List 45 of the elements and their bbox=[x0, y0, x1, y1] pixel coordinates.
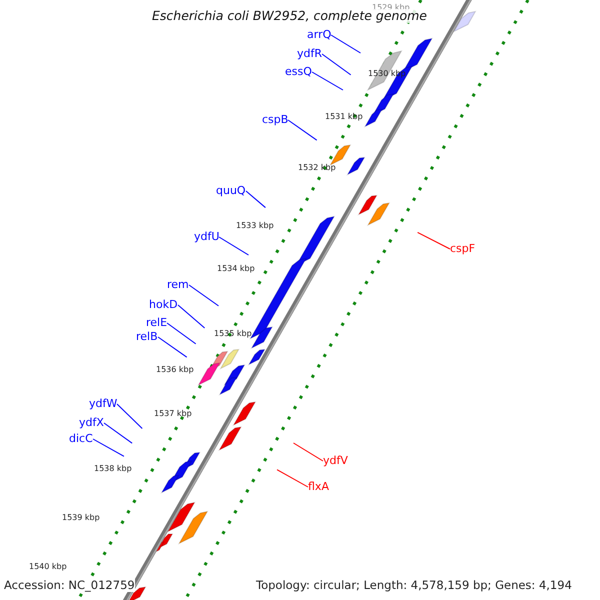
gene-label: ydfU bbox=[194, 231, 220, 244]
tick-label: 1531 kbp bbox=[325, 113, 363, 122]
leader-line bbox=[276, 469, 308, 488]
leader-line bbox=[218, 236, 250, 256]
gene-label: quuQ bbox=[216, 185, 246, 198]
tick-label: 1533 kbp bbox=[236, 222, 274, 231]
tick-label: 1539 kbp bbox=[62, 514, 100, 523]
gene-label: rem bbox=[167, 279, 189, 292]
gene-label: dicC bbox=[69, 433, 93, 446]
gene-label: flxA bbox=[308, 481, 329, 494]
gene-label: hokD bbox=[149, 299, 178, 312]
footer-text: Topology: circular; Length: 4,578,159 bp; Genes: 4,194 bbox=[256, 579, 572, 592]
leader-line bbox=[288, 120, 318, 141]
leader-line bbox=[178, 304, 206, 329]
leader-line bbox=[417, 232, 450, 250]
leader-line bbox=[166, 322, 196, 344]
leader-line bbox=[116, 404, 143, 429]
tick-label: 1534 kbp bbox=[217, 265, 255, 274]
leader-line bbox=[292, 442, 324, 462]
leader-line bbox=[158, 336, 188, 358]
title: Escherichia coli BW2952, complete genome bbox=[152, 9, 427, 23]
gene-label: cspB bbox=[262, 114, 288, 126]
tick-label: 1537 kbp bbox=[154, 410, 192, 419]
tick-label: 1540 kbp bbox=[29, 563, 67, 572]
leader-line bbox=[92, 438, 124, 457]
leader-line bbox=[330, 34, 362, 54]
gene-label: ydfV bbox=[323, 455, 348, 468]
leader-line bbox=[312, 72, 344, 90]
gene-label: ydfX bbox=[79, 417, 104, 430]
leader-line bbox=[322, 54, 352, 76]
gene-label: ydfW bbox=[89, 398, 118, 410]
tick-label: 1536 kbp bbox=[156, 366, 194, 375]
gene-label: relE bbox=[146, 317, 168, 330]
tick-label: 1532 kbp bbox=[298, 164, 336, 173]
gene-label: relB bbox=[136, 331, 158, 344]
leader-line bbox=[246, 190, 266, 208]
tick-label: 1538 kbp bbox=[94, 465, 132, 474]
gene-label: essQ bbox=[285, 66, 312, 78]
gene-label: cspF bbox=[450, 243, 476, 256]
leader-line bbox=[104, 422, 133, 444]
tick-label: 1535 kbp bbox=[214, 330, 252, 339]
leader-line bbox=[188, 284, 220, 306]
gene-label: ydfR bbox=[297, 48, 322, 60]
gene-label: arrQ bbox=[307, 29, 332, 42]
footer-text: Accession: NC_012759 bbox=[4, 579, 135, 592]
